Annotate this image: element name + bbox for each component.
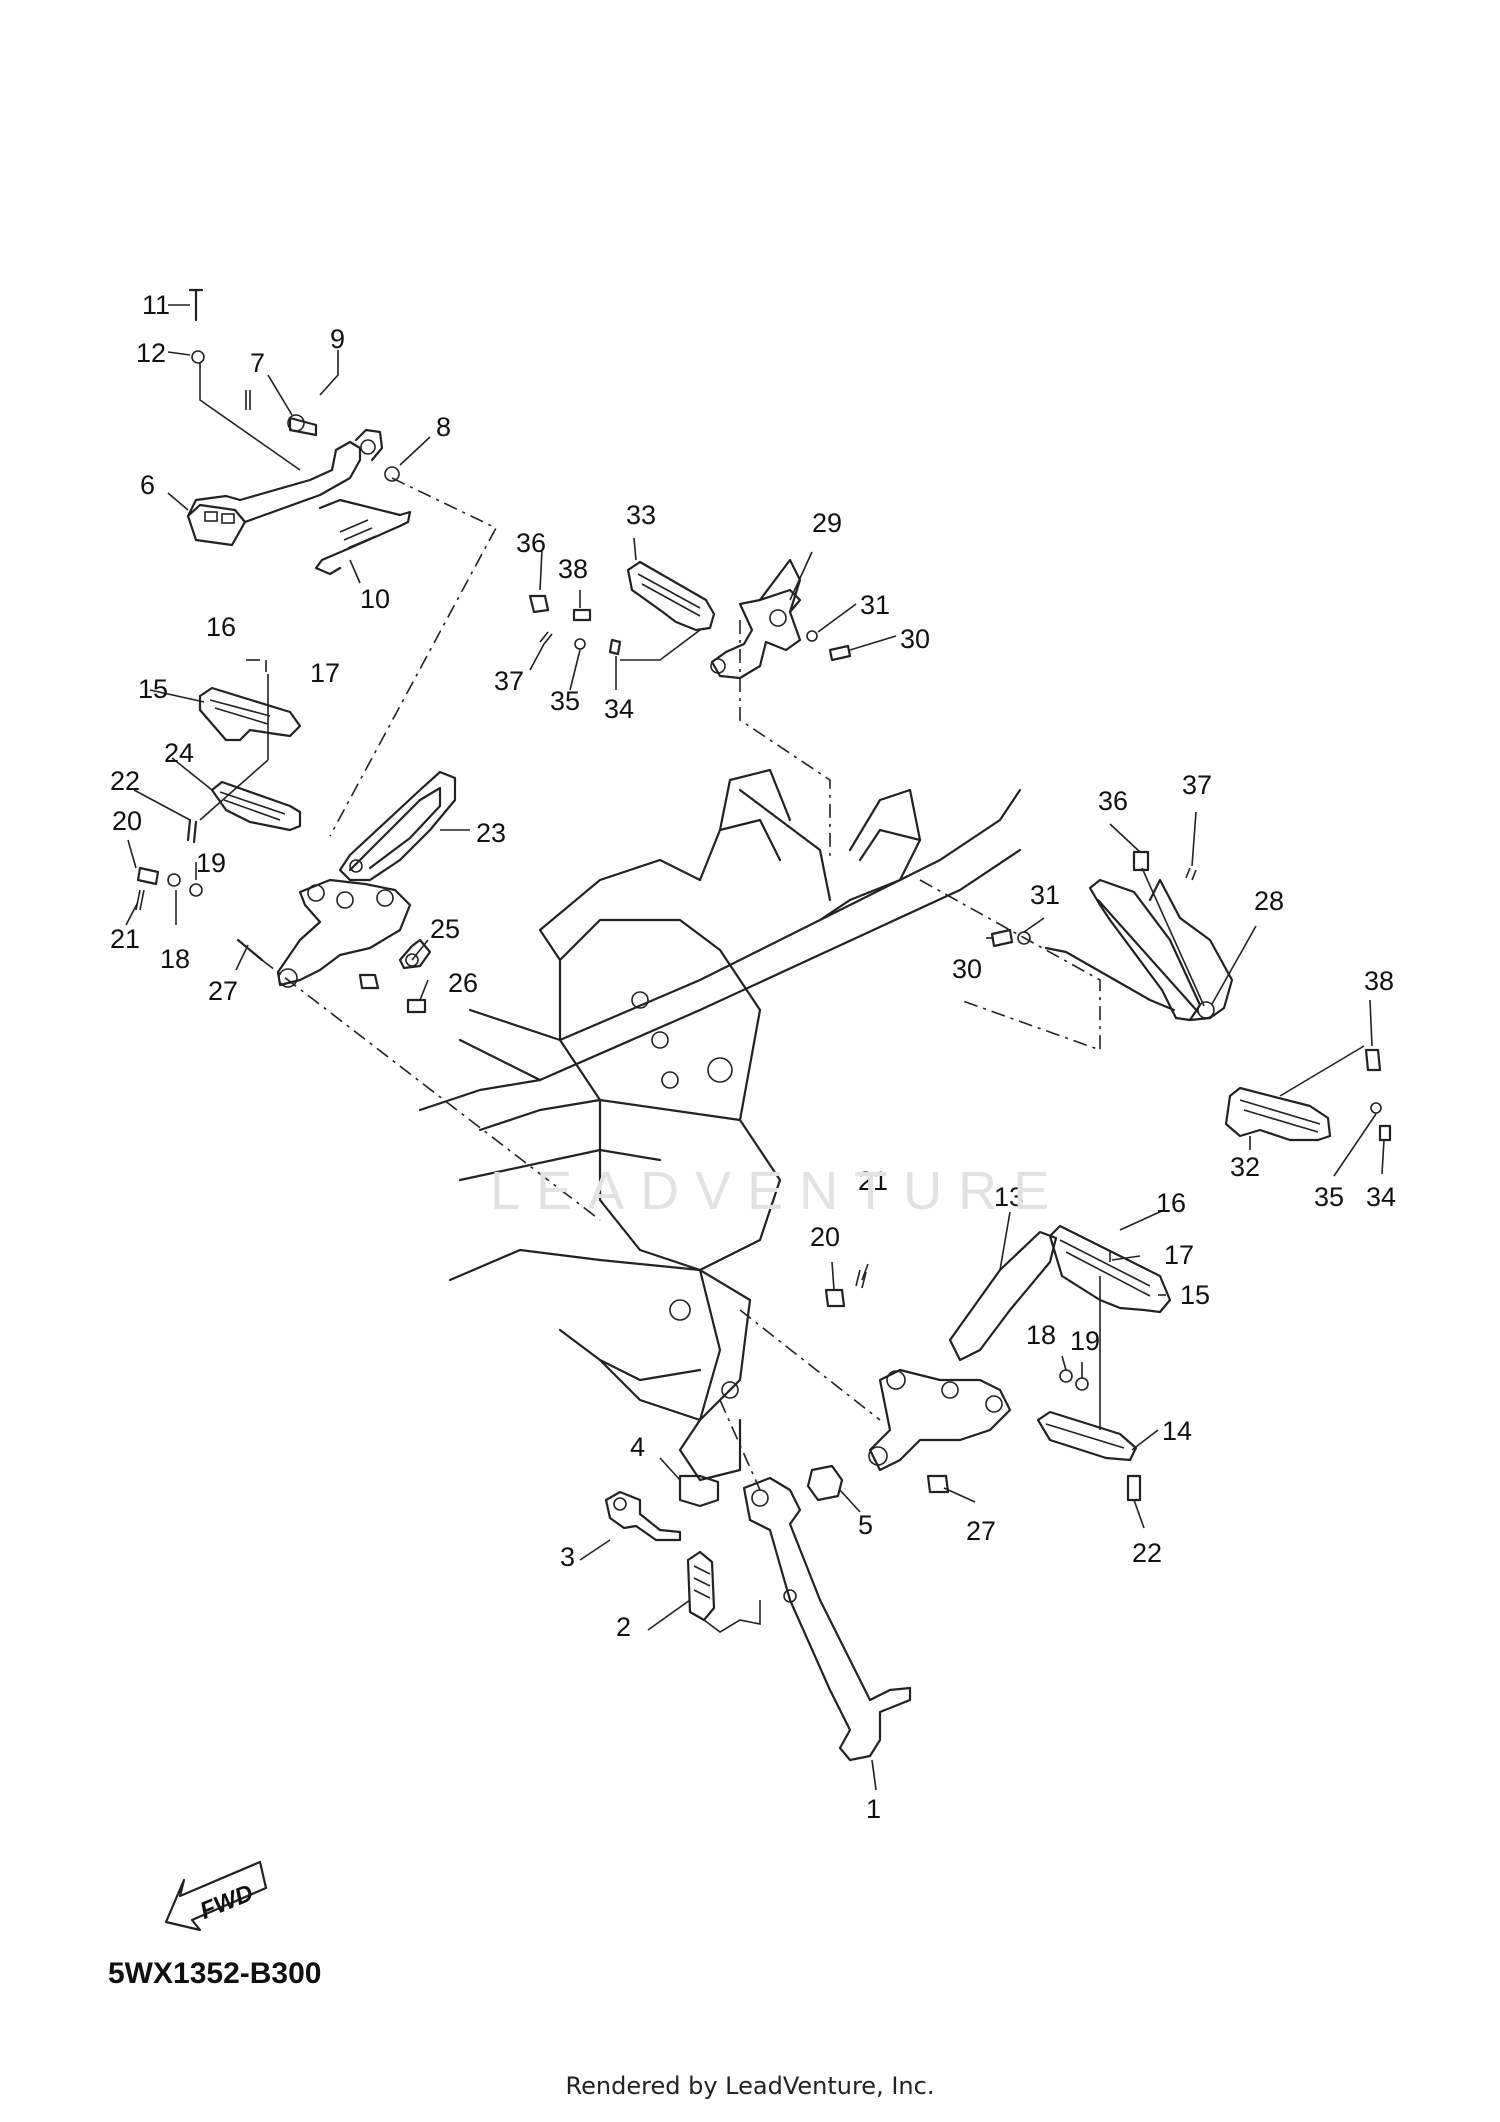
callout-17-left: 17 [310, 658, 340, 688]
callout-7: 7 [250, 348, 265, 378]
callout-33: 33 [626, 500, 656, 530]
callout-37-lower: 37 [1182, 770, 1212, 800]
callout-34-lower: 34 [1366, 1182, 1396, 1212]
callout-18-right: 18 [1026, 1320, 1056, 1350]
callout-38-upper: 38 [558, 554, 588, 584]
callout-16-left: 16 [206, 612, 236, 642]
callout-1: 1 [866, 1794, 881, 1824]
callout-10: 10 [360, 584, 390, 614]
left-passenger-footrest [528, 558, 852, 680]
callout-18-left: 18 [160, 944, 190, 974]
callout-20-right: 20 [810, 1222, 840, 1252]
callout-28: 28 [1254, 886, 1284, 916]
callout-24: 24 [164, 738, 194, 768]
callout-36-lower: 36 [1098, 786, 1128, 816]
callout-25: 25 [430, 914, 460, 944]
left-footrest-assembly [135, 660, 457, 1014]
callout-30-lower: 30 [952, 954, 982, 984]
callout-6: 6 [140, 470, 155, 500]
frame-drawing [418, 768, 1022, 1482]
callout-27-right: 27 [966, 1516, 996, 1546]
callout-31-upper: 31 [860, 590, 890, 620]
callout-17-right: 17 [1164, 1240, 1194, 1270]
callout-35-upper: 35 [550, 686, 580, 716]
callout-15-left: 15 [138, 674, 168, 704]
callout-11: 11 [142, 290, 170, 320]
callout-5: 5 [858, 1510, 873, 1540]
fwd-arrow: FWD [164, 1860, 268, 1932]
alignment-lines [261, 477, 1101, 1491]
callout-19-left: 19 [196, 848, 226, 878]
callout-22-right: 22 [1132, 1538, 1162, 1568]
callout-34-upper: 34 [604, 694, 634, 724]
callout-12: 12 [136, 338, 166, 368]
leader-lines [125, 304, 1385, 1791]
callout-19-right: 19 [1070, 1326, 1100, 1356]
callout-3: 3 [560, 1542, 575, 1572]
callout-38-lower: 38 [1364, 966, 1394, 996]
callout-15-right: 15 [1180, 1280, 1210, 1310]
diagram-code: 5WX1352-B300 [108, 1957, 322, 1990]
callout-35-lower: 35 [1314, 1182, 1344, 1212]
callout-9: 9 [330, 324, 345, 354]
callouts: 1 2 3 4 5 6 7 8 9 10 11 12 13 14 15 15 1… [110, 290, 1396, 1824]
callout-14: 14 [1162, 1416, 1192, 1446]
callout-23: 23 [476, 818, 506, 848]
callout-8: 8 [436, 412, 451, 442]
callout-36-upper: 36 [516, 528, 546, 558]
watermark: LEADVENTURE [490, 1161, 1066, 1221]
callout-37-upper: 37 [494, 666, 524, 696]
callout-16-right: 16 [1156, 1188, 1186, 1218]
callout-13: 13 [994, 1182, 1024, 1212]
callout-32: 32 [1230, 1152, 1260, 1182]
sidestand-assembly [604, 1464, 912, 1762]
callout-22-left: 22 [110, 766, 140, 796]
callout-29: 29 [812, 508, 842, 538]
callout-2: 2 [616, 1612, 631, 1642]
callout-27-left: 27 [208, 976, 238, 1006]
callout-26: 26 [448, 968, 478, 998]
rendered-by-footer: Rendered by LeadVenture, Inc. [565, 2072, 935, 2100]
right-passenger-footrest [990, 850, 1392, 1142]
callout-21-left: 21 [110, 924, 140, 954]
brake-pedal [186, 288, 412, 576]
callout-4: 4 [630, 1432, 645, 1462]
callout-31-lower: 31 [1030, 880, 1060, 910]
right-footrest-assembly [824, 1224, 1172, 1502]
callout-20-left: 20 [112, 806, 142, 836]
callout-21-right: 21 [858, 1166, 888, 1196]
callout-30-upper: 30 [900, 624, 930, 654]
